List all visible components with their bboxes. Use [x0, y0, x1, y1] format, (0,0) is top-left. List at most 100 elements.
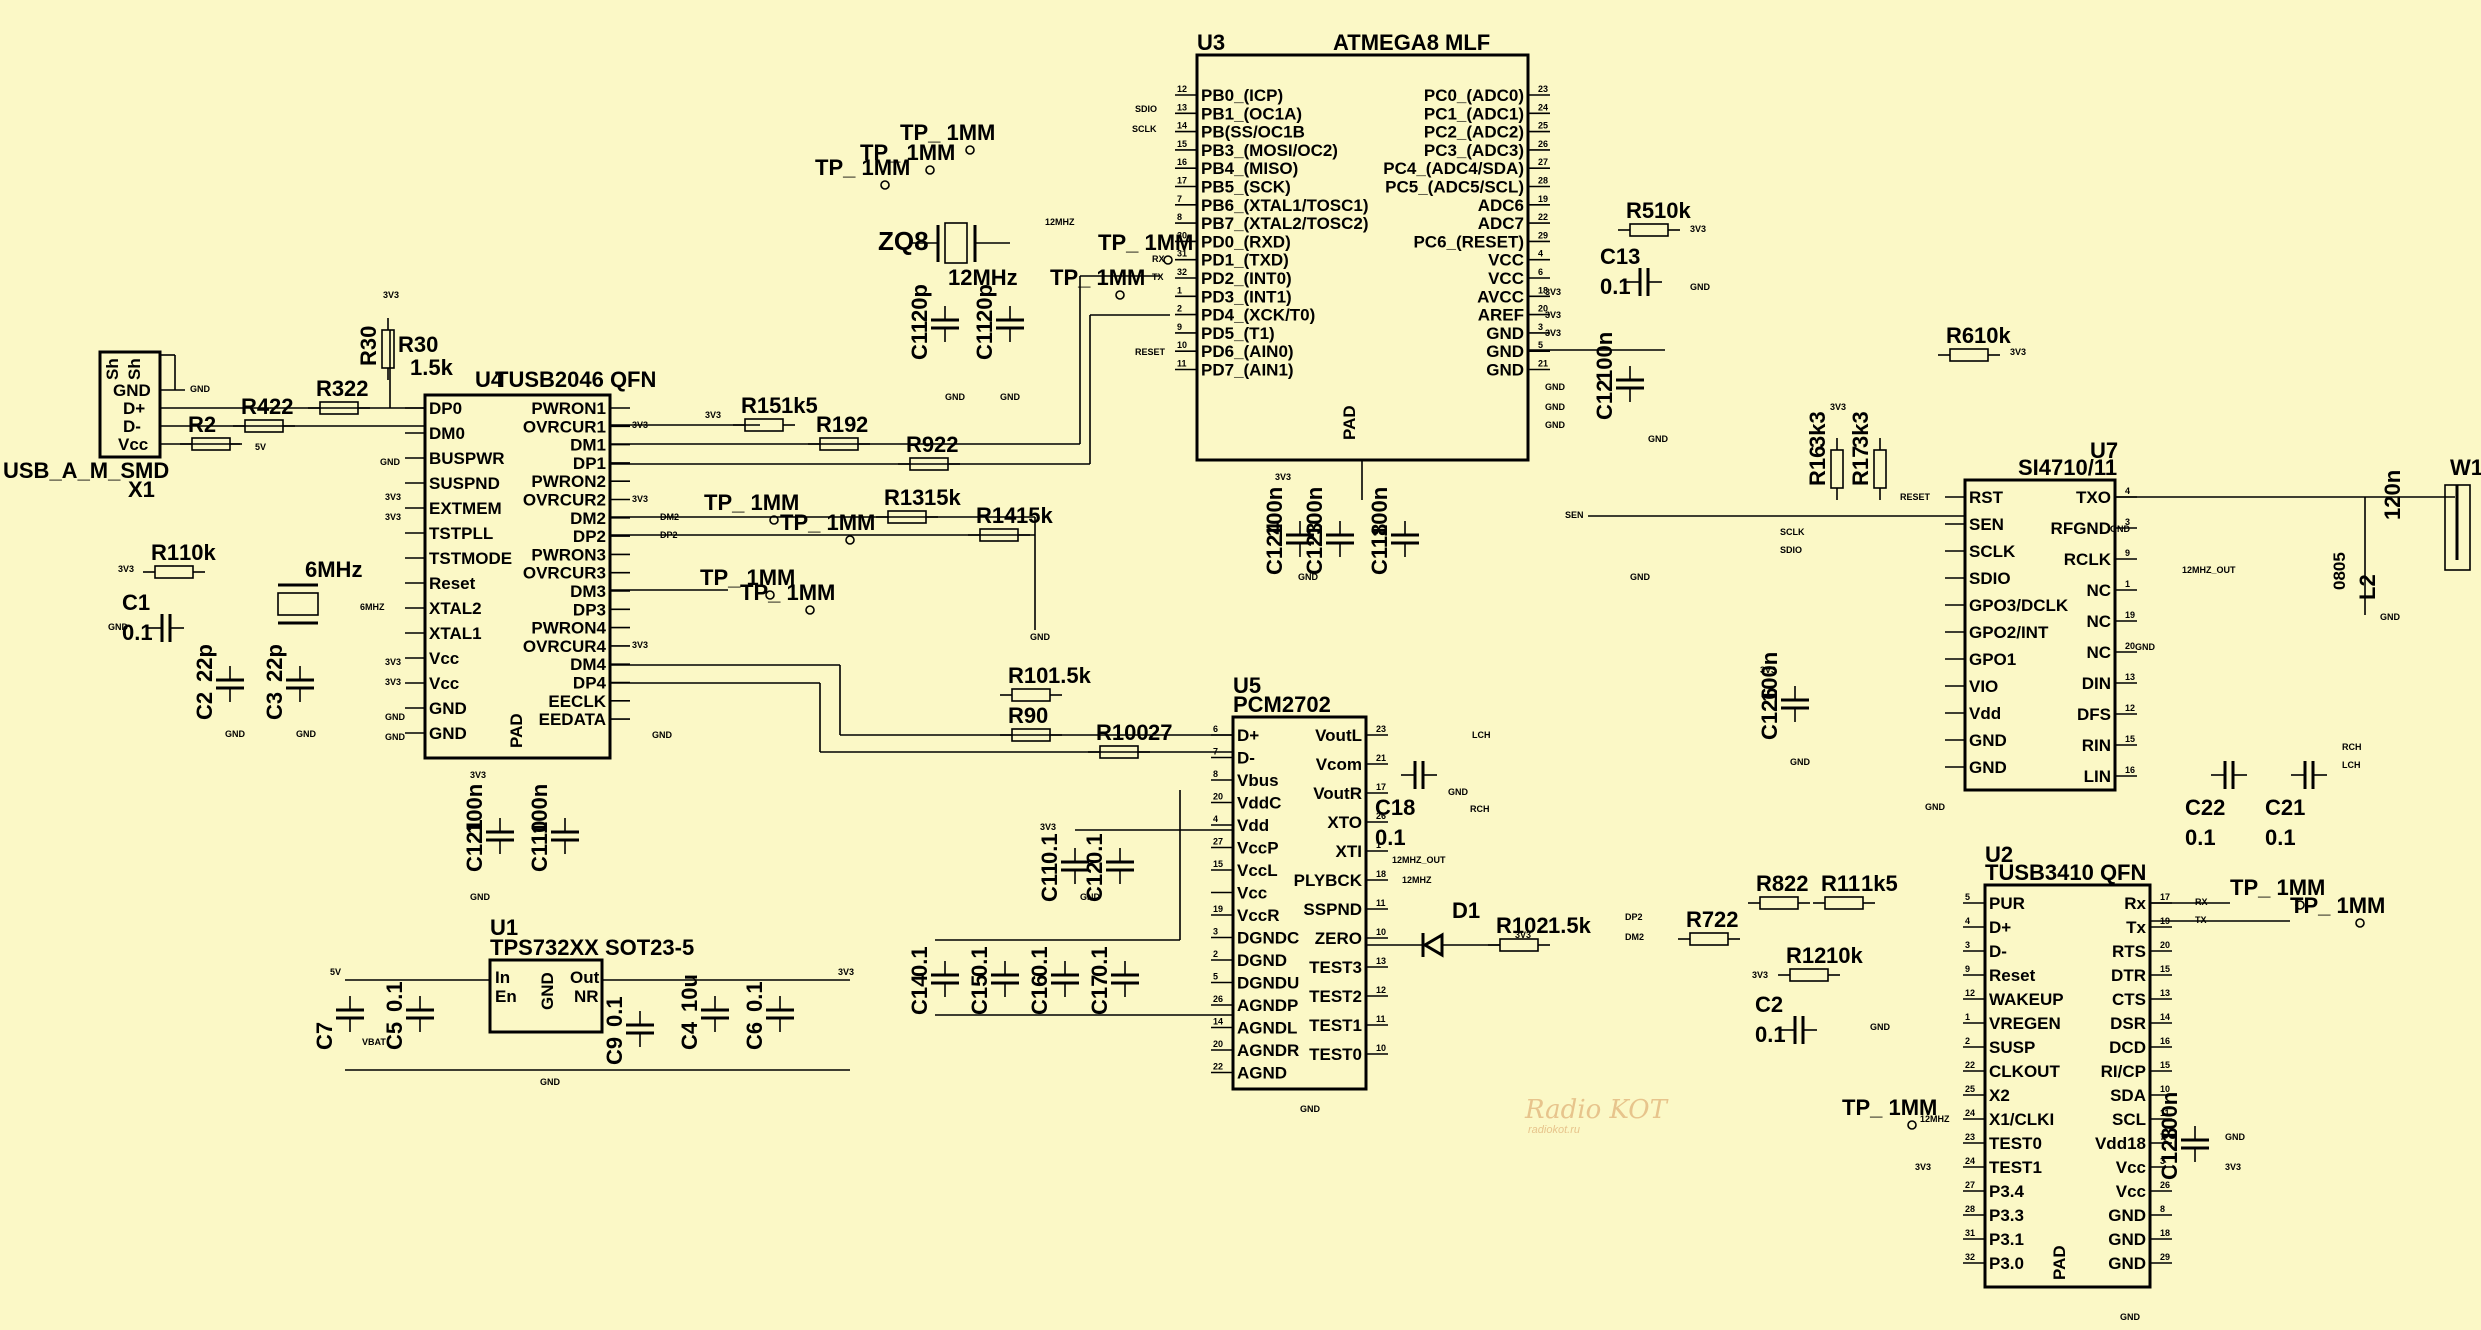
u7-pin-name: GPO1 [1969, 650, 2016, 669]
test-point-label: TP_ 1MM [860, 140, 955, 165]
u3-pin-name: PC0_(ADC0) [1424, 86, 1524, 105]
r7-value: 22 [1714, 907, 1738, 932]
u7-pin-number: 15 [2125, 734, 2135, 744]
c121-value: 100n [462, 784, 487, 834]
net-label-tx: TX [1152, 272, 1164, 282]
u3-pin-name: PB1_(OC1A) [1201, 104, 1302, 123]
u2-pin-number: 22 [1965, 1060, 1975, 1070]
u3-pin-name: PD4_(XCK/T0) [1201, 306, 1315, 325]
c124-value: 100n [1262, 487, 1287, 537]
u3-pin-number: 7 [1177, 194, 1182, 204]
net-label-v33: 3V3 [2225, 1162, 2241, 1172]
r5-ref: R5 [1626, 198, 1654, 223]
c13-ref: C13 [1600, 244, 1640, 269]
r8-value: 22 [1784, 871, 1808, 896]
u1-pin-nr: NR [574, 987, 599, 1006]
u3-pin-name: ADC7 [1478, 214, 1524, 233]
u5-pin-number: 1 [1376, 840, 1381, 850]
c13-value: 0.1 [1600, 274, 1631, 299]
u3-pad: PAD [1340, 405, 1359, 440]
u2-pin-number: 17 [2160, 892, 2170, 902]
u2-pin-number: 18 [2160, 1228, 2170, 1238]
u3-pin-number: 30 [1177, 230, 1187, 240]
net-label-gnd: GND [652, 730, 673, 740]
u5-left-pins: D+6D-7Vbus8VddC20Vdd4VccP27VccL15VccVccR… [1211, 724, 1299, 1083]
u2-pin-number: 5 [1965, 892, 1970, 902]
u3-pin-name: PD3_(INT1) [1201, 287, 1292, 306]
u2-pin-number: 27 [1965, 1180, 1975, 1190]
c128-ref: C128 [2157, 1127, 2182, 1180]
test-point-circle [965, 145, 975, 155]
u3-pin-number: 31 [1177, 249, 1187, 259]
u5-pin-name: TEST1 [1309, 1016, 1362, 1035]
u5-pin-number: 14 [1213, 1017, 1223, 1027]
u2-pin-name: DTR [2111, 966, 2146, 985]
u2-pin-number: 29 [2160, 1252, 2170, 1262]
net-label-gnd: GND [2380, 612, 2401, 622]
test-point-label: TP_ 1MM [2230, 875, 2325, 900]
ic-u5: U5 PCM2702 D+6D-7Vbus8VddC20Vdd4VccP27Vc… [1211, 673, 1388, 1091]
u2-pin-name: P3.1 [1989, 1230, 2024, 1249]
u2-pin-name: TEST0 [1989, 1134, 2042, 1153]
u5-pin-name: Vbus [1237, 771, 1279, 790]
net-label-sen: SEN [1565, 510, 1584, 520]
net-label-v33: 3V3 [632, 494, 648, 504]
u1-pin-en: En [495, 987, 517, 1006]
net-label-v33: 3V3 [1690, 224, 1706, 234]
u5-pin-name: ZERO [1315, 929, 1362, 948]
r102-ref: R102 [1496, 913, 1549, 938]
test-point-label: TP_ 1MM [1098, 230, 1193, 255]
net-label-v33: 3V3 [385, 677, 401, 687]
x1-pin-sh1: Sh [103, 358, 122, 380]
u3-pin-number: 15 [1177, 139, 1187, 149]
r14-ref: R14 [976, 503, 1017, 528]
u3-pin-name: PD2_(INT0) [1201, 269, 1292, 288]
u3-pin-name: PB3_(MOSI/OC2) [1201, 141, 1338, 160]
test-point-circle [769, 515, 779, 525]
u5-pin-name: TEST3 [1309, 958, 1362, 977]
ic-u3: U3 ATMEGA8 MLF PAD PB0_(ICP)12PB1_(OC1A)… [1175, 30, 1550, 500]
c9-value: 0.1 [602, 996, 627, 1027]
u4-right-pins: PWRON1OVRCUR1DM1DP1PWRON2OVRCUR2DM2DP2PW… [523, 399, 630, 729]
net-label-v5: 5V [330, 967, 341, 977]
net-label-v33: 3V3 [385, 657, 401, 667]
c22-ref: C22 [2185, 795, 2225, 820]
u2-pin-number: 12 [1965, 988, 1975, 998]
u3-pin-name: PC3_(ADC3) [1424, 141, 1524, 160]
u2-pin-name: Reset [1989, 966, 2036, 985]
test-point-circle [2295, 900, 2305, 910]
c21-value: 0.1 [2265, 825, 2296, 850]
u5-pin-name: AGNDR [1237, 1041, 1299, 1060]
test-point-label: TP_ 1MM [740, 580, 835, 605]
c11c-value: 0.1 [1037, 833, 1062, 864]
u7-pin-name: RCLK [2064, 550, 2112, 569]
u5-pin-number: 22 [1213, 1062, 1223, 1072]
r9-ref: R9 [906, 432, 934, 457]
r102-value: 1.5k [1548, 913, 1592, 938]
r3-value: 22 [344, 376, 368, 401]
u2-pin-number: 2 [1965, 1036, 1970, 1046]
u5-pin-name: VccL [1237, 861, 1278, 880]
c18-value: 0.1 [1375, 825, 1406, 850]
u3-pin-name: PC4_(ADC4/SDA) [1383, 159, 1524, 178]
net-label-gnd: GND [1648, 434, 1669, 444]
u2-pin-number: 8 [2160, 1204, 2165, 1214]
u5-pin-number: 26 [1376, 811, 1386, 821]
r12-value: 10k [1826, 943, 1863, 968]
u4-pin-name: DM1 [570, 436, 606, 455]
u4-pin-name: PWRON4 [531, 619, 606, 638]
u2-pin-name: CTS [2112, 990, 2146, 1009]
net-label-v33: 3V3 [1545, 310, 1561, 320]
c12-value: 100n [1592, 332, 1617, 382]
r6-value: 10k [1974, 323, 2011, 348]
u7-pin-name: LIN [2084, 767, 2111, 786]
r100-ref: R100 [1096, 720, 1149, 745]
u4-pin-name: OVRCUR3 [523, 564, 606, 583]
test-point-label: TP_ 1MM [2290, 893, 2385, 918]
u4-pin-name: Vcc [429, 649, 459, 668]
c110-value: 100n [527, 784, 552, 834]
u7-pin-name: DFS [2077, 705, 2111, 724]
net-label-vbat: VBAT [362, 1037, 386, 1047]
c7-ref: C7 [312, 1022, 337, 1050]
net-label-mhz12: 12MHZ [1402, 875, 1432, 885]
